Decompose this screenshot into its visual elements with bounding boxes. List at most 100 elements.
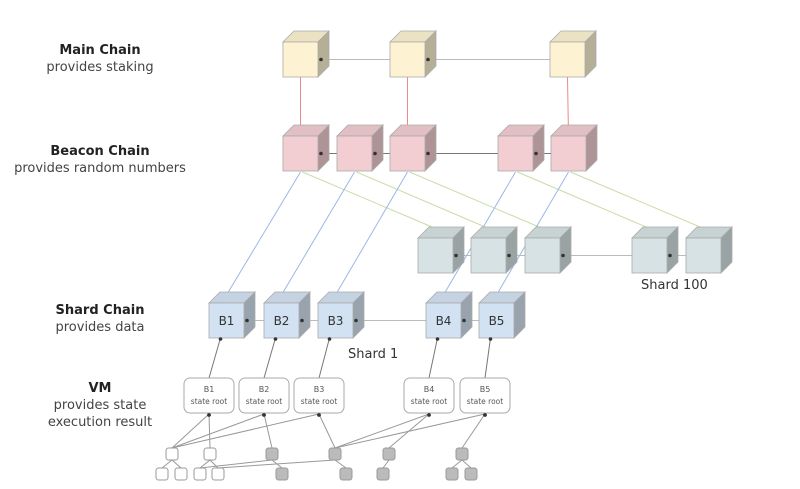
arrow-head [317, 413, 321, 417]
cube-front-face [282, 135, 319, 172]
state-root-frame [459, 377, 511, 414]
shard-1-label: Shard 1 [348, 347, 399, 362]
vm-subtitle-line1: provides state [53, 398, 147, 413]
tx-to-state-root-link [388, 413, 430, 449]
cube-front-face [497, 135, 534, 172]
cube-front-face [417, 237, 454, 274]
vm-leaf-node [174, 467, 188, 481]
vm-leaf-node [155, 467, 169, 481]
cube-front-face [208, 302, 245, 339]
arrow-head [273, 337, 278, 341]
vm-leaf-node [193, 467, 207, 481]
cube-front-face [317, 302, 354, 339]
state-root-frame [238, 377, 290, 414]
tree-edge [217, 459, 336, 469]
block-label: B1 [219, 314, 235, 328]
state-root-box: B2 state root [238, 377, 290, 414]
cube-front-face [550, 135, 587, 172]
cube-front-face [631, 237, 668, 274]
cube-front-face [282, 41, 319, 78]
shard-chain-label: Shard Chain provides data [0, 302, 200, 336]
main-chain-subtitle: provides staking [46, 60, 154, 75]
state-root-block-id: B2 [259, 385, 270, 394]
block-label: B3 [328, 314, 344, 328]
beacon-chain-block [389, 124, 437, 172]
vm-tree-node [203, 447, 217, 461]
block-label: B2 [274, 314, 290, 328]
arrow-head [300, 318, 304, 323]
state-root-text: state root [246, 397, 282, 406]
arrow-head [319, 57, 323, 62]
vm-title: VM [88, 381, 112, 396]
cube-front-face [263, 302, 300, 339]
state-root-text: state root [191, 397, 227, 406]
shard-100-block [631, 226, 679, 274]
state-root-box: B5 state root [459, 377, 511, 414]
state-root-box: B1 state root [183, 377, 235, 414]
state-root-block-id: B5 [480, 385, 491, 394]
arrow-head [483, 413, 487, 417]
beacon-chain-block [336, 124, 384, 172]
state-root-frame [403, 377, 455, 414]
tx-to-state-root-link [171, 413, 320, 449]
tree-edge [171, 459, 182, 469]
arrow-head [534, 151, 538, 156]
tx-to-state-root-link [334, 413, 486, 449]
shard-100-block [685, 226, 733, 274]
shard-100-label: Shard 100 [641, 278, 708, 293]
arrow-head [262, 413, 266, 417]
cube-front-face [685, 237, 722, 274]
tree-edge [461, 459, 472, 469]
arrow-head [327, 337, 332, 341]
shard-1-block: B5 [478, 291, 526, 339]
main-chain-block [549, 30, 597, 78]
tree-edge [334, 459, 347, 469]
tx-to-state-root-link [461, 413, 486, 449]
main-chain-title: Main Chain [59, 43, 141, 58]
state-root-to-block-link [428, 337, 438, 379]
vm-tree-node [265, 447, 279, 461]
vm-leaf-node [464, 467, 478, 481]
cube-front-face [389, 41, 426, 78]
beacon-chain-block [282, 124, 330, 172]
tree-edge [382, 459, 390, 469]
vm-tree-node [382, 447, 396, 461]
vm-leaf-node [339, 467, 353, 481]
cube-front-face [470, 237, 507, 274]
tx-to-state-root-link [171, 413, 265, 449]
beacon-chain-block [550, 124, 598, 172]
tree-edge [199, 459, 273, 469]
state-root-block-id: B1 [204, 385, 215, 394]
tx-to-state-root-link [208, 413, 211, 449]
state-root-to-block-link [263, 337, 276, 379]
vm-leaf-node [445, 467, 459, 481]
arrow-head [427, 413, 431, 417]
state-root-text: state root [467, 397, 503, 406]
shard1-to-beacon-link [335, 171, 408, 296]
beacon-to-shard100-link [356, 171, 495, 232]
beacon-chain-label: Beacon Chain provides random numbers [0, 143, 200, 177]
arrow-head [426, 151, 430, 156]
beacon-to-shard100-link [570, 171, 710, 232]
shard-1-block: B3 [317, 291, 365, 339]
arrow-head [435, 337, 440, 341]
shard-1-block: B1 [208, 291, 256, 339]
arrow-head [507, 253, 511, 258]
vm-subtitle-line2: execution result [47, 415, 153, 430]
shard-1-block: B4 [425, 291, 473, 339]
arrow-head [488, 337, 493, 341]
beacon-chain-subtitle: provides random numbers [14, 161, 186, 176]
beacon-to-shard100-link [302, 171, 442, 232]
vm-leaf-node [275, 467, 289, 481]
state-root-to-block-link [208, 337, 221, 379]
tx-to-state-root-link [318, 413, 336, 449]
arrow-head [426, 57, 430, 62]
arrow-head [354, 318, 358, 323]
cube-front-face [389, 135, 426, 172]
main-chain-block [389, 30, 437, 78]
cube-front-face [524, 237, 561, 274]
arrow-head [319, 151, 323, 156]
vm-leaf-node [211, 467, 225, 481]
tx-to-state-root-link [171, 413, 210, 449]
